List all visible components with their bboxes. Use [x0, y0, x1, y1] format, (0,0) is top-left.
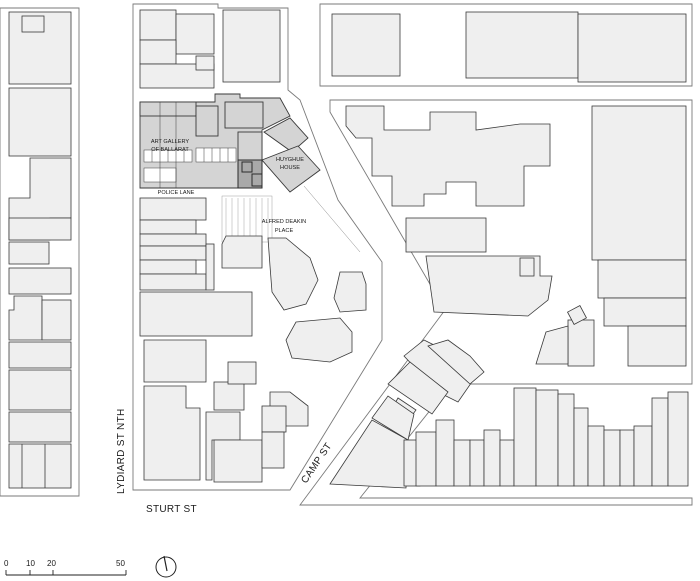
- label-police-lane: POLICE LANE: [158, 190, 195, 196]
- art-gallery-of-ballarat: [139, 93, 291, 189]
- buildings-camp-st: [329, 339, 485, 489]
- scale-tick-50: 50: [116, 559, 125, 568]
- scale-tick-10: 10: [26, 559, 35, 568]
- buildings-far-west: [8, 11, 72, 489]
- huyghue-house: [237, 117, 321, 193]
- label-sturt-st: STURT ST: [146, 504, 197, 515]
- label-huyghue-line2: HOUSE: [280, 165, 300, 171]
- buildings-main-north: [139, 9, 281, 89]
- label-art-gallery-line2: OF BALLARAT: [151, 147, 189, 153]
- scale-tick-0: 0: [4, 559, 9, 568]
- scale-bar: 0 10 20 50: [4, 559, 127, 576]
- buildings-south-east: [403, 387, 689, 487]
- alfred-deakin-place: [221, 185, 361, 253]
- label-alfred-deakin-line1: ALFRED DEAKIN: [262, 219, 306, 225]
- buildings-main-south: [139, 197, 367, 483]
- buildings-north-east: [331, 11, 687, 83]
- label-alfred-deakin-line2: PLACE: [275, 228, 294, 234]
- label-art-gallery-line1: ART GALLERY: [151, 139, 190, 145]
- label-huyghue-line1: HUYGHUE: [276, 157, 304, 163]
- label-lydiard-st: LYDIARD ST NTH: [116, 408, 127, 494]
- buildings-east: [345, 105, 687, 367]
- scale-tick-20: 20: [47, 559, 56, 568]
- north-arrow-icon: [155, 555, 177, 578]
